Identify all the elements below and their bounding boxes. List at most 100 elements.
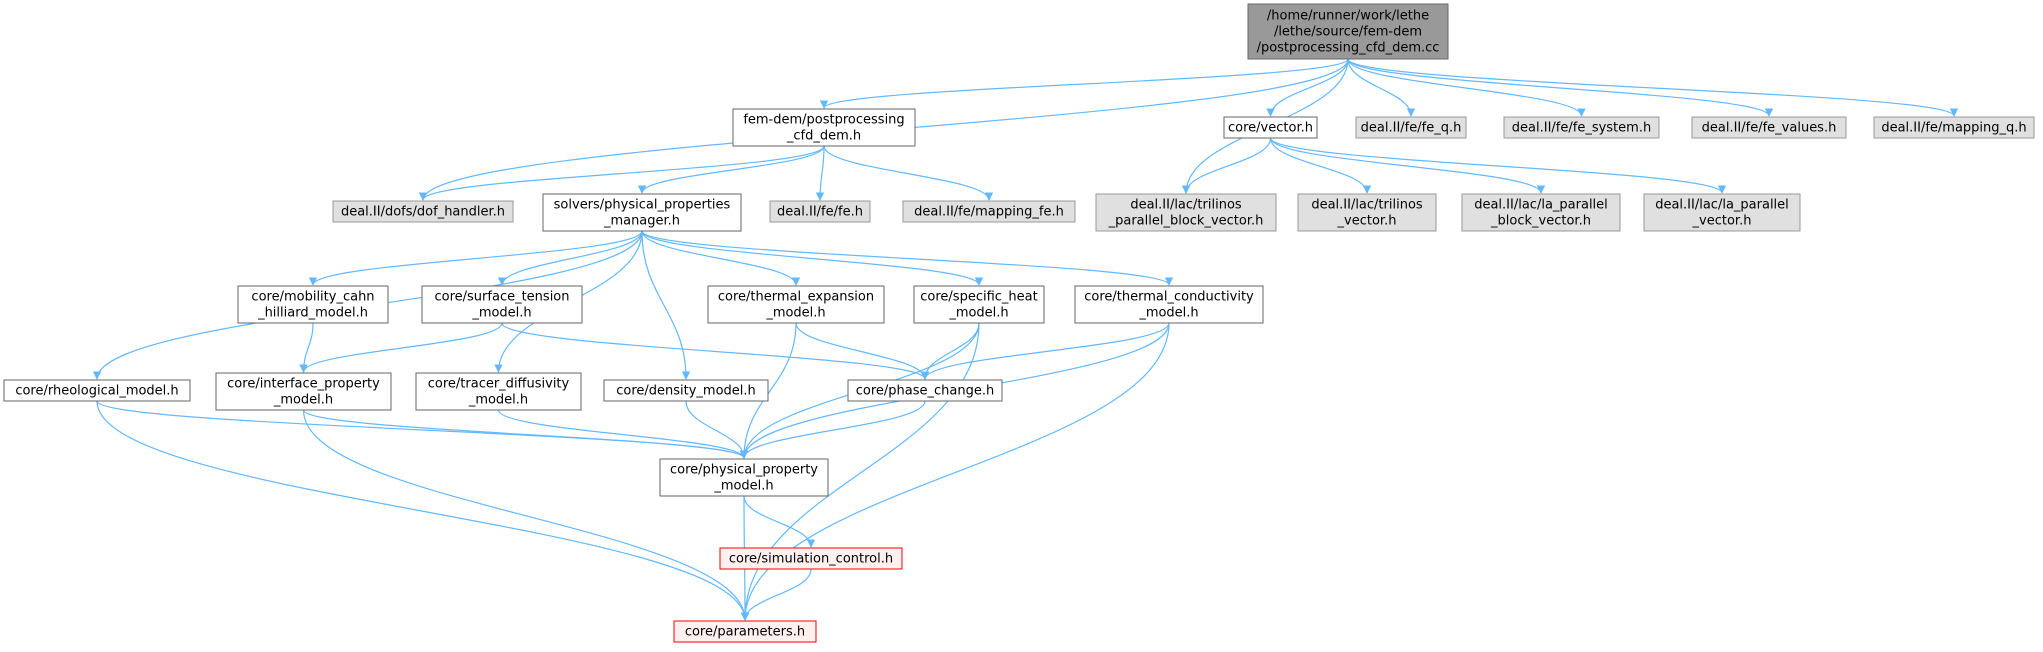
node-label-fe_system-line-0: deal.II/fe/fe_system.h [1512,121,1651,136]
node-label-parameters-line-0: core/parameters.h [685,625,805,640]
node-mapping_q[interactable]: deal.II/fe/mapping_q.h [1873,116,2035,139]
node-label-tracer-line-1: _model.h [468,393,528,408]
node-box-sim_control[interactable] [719,547,903,570]
edge-thermal_cond-to-phase_change [920,322,1170,380]
edge-core_vector-to-la_pbv [1269,137,1546,194]
node-box-fem_post[interactable] [732,108,916,147]
node-box-thermal_exp[interactable] [707,285,885,324]
edge-fem_post-to-fe_fe [815,145,825,201]
node-box-specific_heat[interactable] [913,285,1045,324]
node-label-phase_change-line-0: core/phase_change.h [856,384,994,399]
node-label-rheological-line-0: core/rheological_model.h [15,384,178,399]
node-specific_heat[interactable]: core/specific_heat_model.h [913,285,1045,324]
node-la_pv[interactable]: deal.II/lac/la_parallel_vector.h [1643,193,1801,232]
node-label-surface-line-0: core/surface_tension [435,290,570,305]
node-box-fe_fe[interactable] [769,200,871,223]
node-fe_values[interactable]: deal.II/fe/fe_values.h [1691,116,1847,139]
edge-root-to-fe_q [1347,58,1416,117]
node-thermal_exp[interactable]: core/thermal_expansion_model.h [707,285,885,324]
node-box-fe_q[interactable] [1355,116,1467,139]
node-label-root-line-0: /home/runner/work/lethe [1267,9,1429,24]
node-box-density[interactable] [603,379,769,402]
node-box-interface[interactable] [215,372,392,411]
node-fe_system[interactable]: deal.II/fe/fe_system.h [1503,116,1660,139]
node-box-la_pv[interactable] [1643,193,1801,232]
node-box-fe_values[interactable] [1691,116,1847,139]
node-fe_fe[interactable]: deal.II/fe/fe.h [769,200,871,223]
node-interface[interactable]: core/interface_property_model.h [215,372,392,411]
edge-core_vector-to-tril_vec [1269,137,1372,194]
node-label-density-line-0: core/density_model.h [616,384,756,399]
node-label-thermal_exp-line-1: _model.h [765,306,825,321]
node-box-core_vector[interactable] [1223,116,1318,139]
node-dof_handler[interactable]: deal.II/dofs/dof_handler.h [332,200,514,223]
node-box-surface[interactable] [421,285,583,324]
node-label-tril_vec-line-0: deal.II/lac/trilinos [1311,198,1423,213]
edge-specific_heat-to-phase_change [920,322,980,380]
edge-solvers_pp-to-mobility [308,230,643,286]
node-box-phase_change[interactable] [847,379,1003,402]
node-box-tril_vec[interactable] [1297,193,1437,232]
edge-thermal_exp-to-phys_prop [739,322,797,459]
node-mobility[interactable]: core/mobility_cahn_hilliard_model.h [237,285,389,324]
edge-rheological-to-parameters [96,400,750,621]
node-density[interactable]: core/density_model.h [603,379,769,402]
node-label-mobility-line-0: core/mobility_cahn [251,290,374,305]
node-phase_change[interactable]: core/phase_change.h [847,379,1003,402]
edge-root-to-mapping_q [1347,58,1959,117]
node-box-rheological[interactable] [3,379,191,402]
node-fe_q[interactable]: deal.II/fe/fe_q.h [1355,116,1467,139]
edge-sim_control-to-parameters [740,568,812,621]
node-label-fe_q-line-0: deal.II/fe/fe_q.h [1361,121,1462,136]
edge-root-to-fe_values [1347,58,1774,117]
node-label-interface-line-1: _model.h [273,393,333,408]
node-box-tracer[interactable] [415,372,582,411]
node-thermal_cond[interactable]: core/thermal_conductivity_model.h [1074,285,1264,324]
node-la_pbv[interactable]: deal.II/lac/la_parallel_block_vector.h [1461,193,1621,232]
node-parameters[interactable]: core/parameters.h [673,620,817,643]
node-label-dof_handler-line-0: deal.II/dofs/dof_handler.h [341,205,505,220]
node-fem_post[interactable]: fem-dem/postprocessing_cfd_dem.h [732,108,916,147]
node-box-dof_handler[interactable] [332,200,514,223]
node-surface[interactable]: core/surface_tension_model.h [421,285,583,324]
node-box-fe_system[interactable] [1503,116,1660,139]
node-box-la_pbv[interactable] [1461,193,1621,232]
node-box-tril_pbv[interactable] [1095,193,1277,232]
node-box-mobility[interactable] [237,285,389,324]
edge-phase_change-to-phys_prop [739,400,926,459]
node-box-root[interactable] [1247,3,1449,60]
node-box-phys_prop[interactable] [659,458,829,497]
node-box-mapping_fe[interactable] [902,200,1076,223]
node-label-mapping_q-line-0: deal.II/fe/mapping_q.h [1881,121,2026,136]
node-label-specific_heat-line-1: _model.h [948,306,1008,321]
node-mapping_fe[interactable]: deal.II/fe/mapping_fe.h [902,200,1076,223]
node-label-fem_post-line-1: _cfd_dem.h [786,129,861,144]
node-tril_pbv[interactable]: deal.II/lac/trilinos_parallel_block_vect… [1095,193,1277,232]
node-tril_vec[interactable]: deal.II/lac/trilinos_vector.h [1297,193,1437,232]
node-box-solvers_pp[interactable] [542,193,742,232]
node-phys_prop[interactable]: core/physical_property_model.h [659,458,829,497]
edge-specific_heat-to-parameters [740,322,980,621]
node-label-tril_pbv-line-1: _parallel_block_vector.h [1108,214,1264,229]
node-box-parameters[interactable] [673,620,817,643]
node-label-solvers_pp-line-1: _manager.h [603,214,680,229]
node-root[interactable]: /home/runner/work/lethe/lethe/source/fem… [1247,3,1449,60]
node-label-phys_prop-line-0: core/physical_property [670,463,818,478]
node-label-solvers_pp-line-0: solvers/physical_properties [554,198,731,213]
node-rheological[interactable]: core/rheological_model.h [3,379,191,402]
edge-fem_post-to-solvers_pp [637,145,825,194]
node-core_vector[interactable]: core/vector.h [1223,116,1318,139]
node-label-sim_control-line-0: core/simulation_control.h [729,552,893,567]
edge-root-to-fe_system [1347,58,1586,117]
node-label-mobility-line-1: _hilliard_model.h [257,306,368,321]
node-tracer[interactable]: core/tracer_diffusivity_model.h [415,372,582,411]
node-sim_control[interactable]: core/simulation_control.h [719,547,903,570]
node-box-thermal_cond[interactable] [1074,285,1264,324]
node-label-root-line-2: /postprocessing_cfd_dem.cc [1257,41,1440,56]
node-box-mapping_q[interactable] [1873,116,2035,139]
node-solvers_pp[interactable]: solvers/physical_properties_manager.h [542,193,742,232]
node-label-fem_post-line-0: fem-dem/postprocessing [743,113,904,128]
edge-solvers_pp-to-density [641,230,691,380]
edge-surface-to-interface [299,322,503,373]
